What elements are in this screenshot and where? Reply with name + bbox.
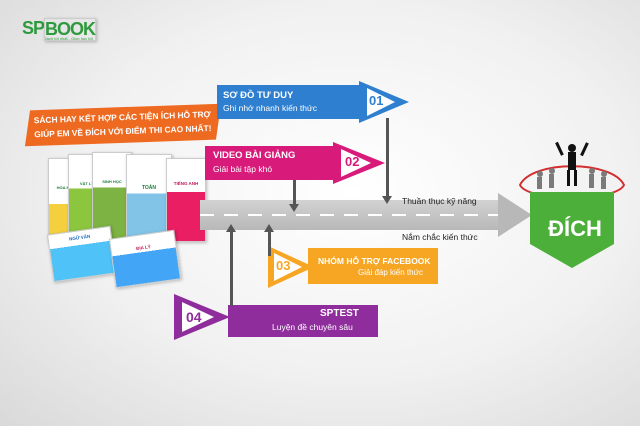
step-02-card: 02 VIDEO BÀI GIẢNG Giải bài tập khó (205, 142, 385, 184)
step-02-triangle (331, 140, 387, 186)
step-02-number: 02 (345, 154, 360, 169)
step-03-card: 03 NHÓM HỖ TRỢ FACEBOOK Giải đáp kiến th… (262, 246, 438, 288)
road (200, 200, 500, 230)
step-03-arrowhead (264, 224, 274, 232)
books-illustration: HÓA HỌC VẬT LÝ SINH HỌC TOÁN TIẾNG ANH N… (40, 150, 210, 300)
logo-tagline: Sách tốt nhất - Giúp học tốt (44, 36, 93, 41)
step-02-arrowhead (289, 204, 299, 212)
step-01-card: 01 SƠ ĐỒ TƯ DUY Ghi nhớ nhanh kiến thức (217, 81, 409, 123)
book-title: VẬT LÝ (79, 181, 95, 186)
step-03-connector (268, 232, 271, 256)
step-02-bar (205, 146, 335, 180)
book-title: NGỮ VĂN (68, 233, 91, 242)
step-01-bar (217, 85, 367, 119)
step-04-connector (230, 232, 233, 306)
step-04-bar (228, 305, 378, 337)
book-tieng-anh: TIẾNG ANH (166, 158, 206, 242)
step-01-subtitle: Ghi nhớ nhanh kiến thức (223, 103, 317, 113)
step-02-title: VIDEO BÀI GIẢNG (213, 150, 296, 161)
logo-sp: SP (22, 18, 45, 38)
promo-banner: Sách hay kết hợp các tiện ích hỗ trợ giú… (24, 103, 222, 147)
step-01-triangle (357, 79, 411, 125)
step-04-title: SPTEST (320, 308, 359, 319)
finish-label: ĐÍCH (548, 216, 602, 241)
step-01-title: SƠ ĐỒ TƯ DUY (223, 90, 294, 101)
book-dia-ly: ĐỊA LÝ (108, 229, 182, 289)
step-01-arrowhead (382, 196, 392, 204)
book-title: SINH HỌC (102, 179, 122, 184)
step-03-number: 03 (276, 258, 291, 273)
step-04-triangle (172, 292, 232, 342)
step-02-subtitle: Giải bài tập khó (213, 164, 273, 174)
step-02-connector (293, 180, 296, 204)
step-04-subtitle: Luyện đề chuyên sâu (272, 322, 353, 332)
book-title: TIẾNG ANH (173, 181, 199, 186)
book-ngu-van: NGỮ VĂN (46, 225, 118, 283)
step-03-subtitle: Giải đáp kiến thức (358, 268, 423, 277)
step-04-number: 04 (186, 309, 202, 325)
step-01-number: 01 (369, 93, 384, 108)
step-04-card: 04 SPTEST Luyện đề chuyên sâu (172, 292, 382, 342)
finish-runners-graphic (512, 140, 632, 285)
book-title: HÓA HỌC (56, 185, 76, 190)
step-03-triangle (266, 244, 316, 290)
step-01-connector (386, 118, 389, 196)
road-arrow-head (498, 193, 532, 237)
book-title: TOÁN (141, 185, 157, 191)
road-center-dashes (200, 214, 500, 216)
road-label-upper: Thuần thục kỹ năng (402, 196, 477, 206)
step-04-arrowhead (226, 224, 236, 232)
road-label-lower: Nắm chắc kiến thức (402, 232, 478, 242)
logo-book: BOOK (44, 18, 97, 41)
step-03-title: NHÓM HỖ TRỢ FACEBOOK (318, 256, 431, 266)
book-title: ĐỊA LÝ (135, 244, 151, 252)
step-03-bar (308, 248, 438, 284)
